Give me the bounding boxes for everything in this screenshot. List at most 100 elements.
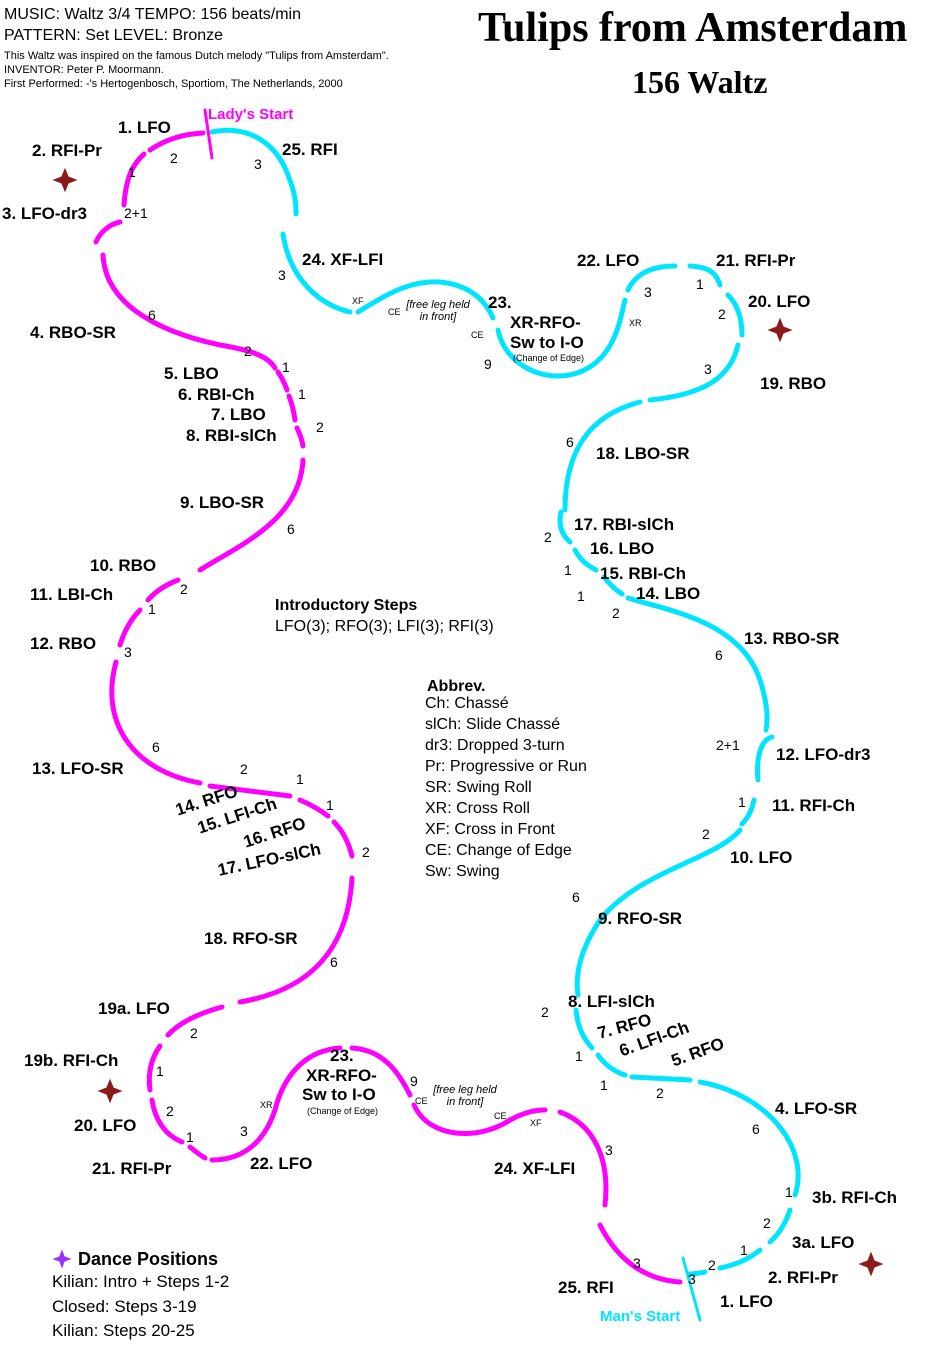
dance-position-item: Kilian: Intro + Steps 1-2 — [52, 1272, 230, 1291]
man-step-label: (Change of Edge) — [513, 353, 585, 363]
lady-step-label: 12. RBO — [30, 634, 97, 653]
man-step-label: 11. RFI-Ch — [772, 796, 856, 815]
lady-step-label: 8. RBI-slCh — [186, 426, 277, 445]
man-step-label: Sw to I-O — [510, 333, 584, 352]
man-edge-13 — [625, 595, 770, 733]
man-edge-mark: CE — [388, 307, 401, 317]
lady-edge-16 — [165, 1004, 225, 1038]
lady-step-label: 13. LFO-SR — [32, 759, 124, 778]
lady-edge-18 — [149, 1097, 185, 1145]
lady-edge-23 — [557, 1109, 609, 1208]
man-free-leg-note: [free leg held in front] — [406, 299, 470, 323]
abbrev-item: Ch: Chassé — [425, 695, 509, 712]
man-step-label: 22. LFO — [577, 251, 640, 270]
lady-beat-count: 2 — [170, 150, 178, 166]
man-edge-18 — [595, 1052, 628, 1078]
lady-beat-count: 6 — [152, 739, 160, 755]
lady-edge-19 — [187, 1144, 208, 1161]
man-edge-21 — [767, 1207, 793, 1245]
lady-beat-count: 3 — [605, 1142, 613, 1158]
man-beat-count: 1 — [696, 276, 704, 292]
page-subtitle: 156 Waltz — [632, 64, 768, 100]
man-edge-6 — [687, 263, 723, 288]
lady-step-label: Sw to I-O — [302, 1085, 376, 1104]
man-step-label: 16. LBO — [590, 539, 655, 558]
man-beat-count: 2 — [541, 1004, 549, 1020]
man-step-label: 4. LFO-SR — [775, 1099, 858, 1118]
man-beat-count: 2 — [544, 529, 552, 545]
header-pattern: PATTERN: Set LEVEL: Bronze — [4, 27, 224, 44]
lady-edge-7 — [294, 425, 306, 449]
man-beat-count: 3 — [688, 1271, 696, 1287]
lady-beat-count: 2 — [190, 1025, 198, 1041]
lady-edge-20 — [209, 1045, 343, 1163]
header-inventor: INVENTOR: Peter P. Moormann. — [4, 64, 164, 76]
dance-positions-heading: Dance Positions — [78, 1249, 219, 1269]
lady-start-mark — [203, 108, 214, 160]
man-beat-count: 2+1 — [716, 737, 740, 753]
star-icon — [855, 1248, 887, 1280]
lady-step-label: 21. RFI-Pr — [92, 1159, 172, 1178]
man-beat-count: 3 — [254, 156, 262, 172]
lady-beat-count: 1 — [326, 797, 334, 813]
lady-beat-count: 2 — [244, 343, 252, 359]
man-edge-1 — [209, 127, 299, 217]
man-step-label: 2. RFI-Pr — [768, 1268, 838, 1287]
lady-edge-5 — [275, 369, 290, 393]
lady-beat-count: 3 — [240, 1123, 248, 1139]
man-beat-count: 2 — [718, 306, 726, 322]
lady-step-label: 6. RBI-Ch — [178, 385, 255, 404]
man-step-label: 13. RBO-SR — [744, 629, 840, 648]
lady-beat-count: 3 — [124, 644, 132, 660]
lady-beat-count: 2+1 — [124, 205, 148, 221]
lady-step-label: 23. — [330, 1046, 354, 1065]
man-beat-count: 9 — [484, 356, 492, 372]
man-edge-14 — [755, 734, 775, 783]
star-icon — [49, 164, 81, 196]
man-beat-count: 3 — [644, 284, 652, 300]
lady-step-label: 20. LFO — [74, 1116, 137, 1135]
man-beat-count: 1 — [785, 1184, 793, 1200]
man-beat-count: 6 — [715, 647, 723, 663]
man-beat-count: 1 — [577, 588, 585, 604]
man-edge-12 — [601, 574, 625, 597]
man-edge-10 — [557, 509, 573, 545]
man-start-label: Man's Start — [600, 1308, 681, 1325]
lady-step-label: 19a. LFO — [98, 999, 170, 1018]
lady-edge-6 — [286, 393, 298, 423]
man-step-label: 9. RFO-SR — [598, 909, 683, 928]
lady-edge-1 — [147, 130, 206, 153]
man-step-label: 1. LFO — [720, 1292, 773, 1311]
legend-star-icon — [49, 1246, 75, 1272]
man-step-label: 18. LBO-SR — [596, 444, 690, 463]
man-edge-7 — [725, 292, 745, 338]
man-beat-count: 3 — [704, 361, 712, 377]
man-start-mark — [681, 1256, 702, 1322]
lady-beat-count: 2 — [362, 844, 370, 860]
lady-beat-count: 6 — [148, 307, 156, 323]
man-step-label: 24. XF-LFI — [302, 250, 384, 269]
star-icon — [94, 1075, 126, 1107]
intro-heading: Introductory Steps — [275, 597, 418, 614]
lady-edge-24 — [597, 1222, 683, 1285]
lady-edge-12 — [207, 783, 293, 799]
lady-pattern-path — [93, 130, 683, 1285]
lady-step-label: 22. LFO — [250, 1154, 313, 1173]
lady-edge-2 — [121, 151, 147, 208]
header-inspiration: This Waltz was inspired on the famous Du… — [4, 50, 389, 62]
man-step-label: 25. RFI — [282, 140, 338, 159]
abbrev-item: XR: Cross Roll — [425, 800, 530, 817]
lady-edge-17 — [146, 1043, 163, 1093]
man-edge-17 — [573, 1007, 595, 1051]
lady-edge-15 — [237, 875, 355, 1005]
header-first-performed: First Performed: -'s Hertogenbosch, Spor… — [4, 78, 343, 90]
man-pattern-path — [209, 127, 801, 1277]
man-beat-count: 6 — [752, 1121, 760, 1137]
man-edge-4 — [495, 297, 628, 379]
man-edge-2 — [280, 231, 353, 315]
lady-start-label: Lady's Start — [208, 106, 294, 123]
abbrev-item: Pr: Progressive or Run — [425, 758, 587, 775]
man-edge-19 — [629, 1074, 693, 1083]
lady-step-label: 9. LBO-SR — [180, 493, 265, 512]
man-step-label: 20. LFO — [748, 292, 811, 311]
